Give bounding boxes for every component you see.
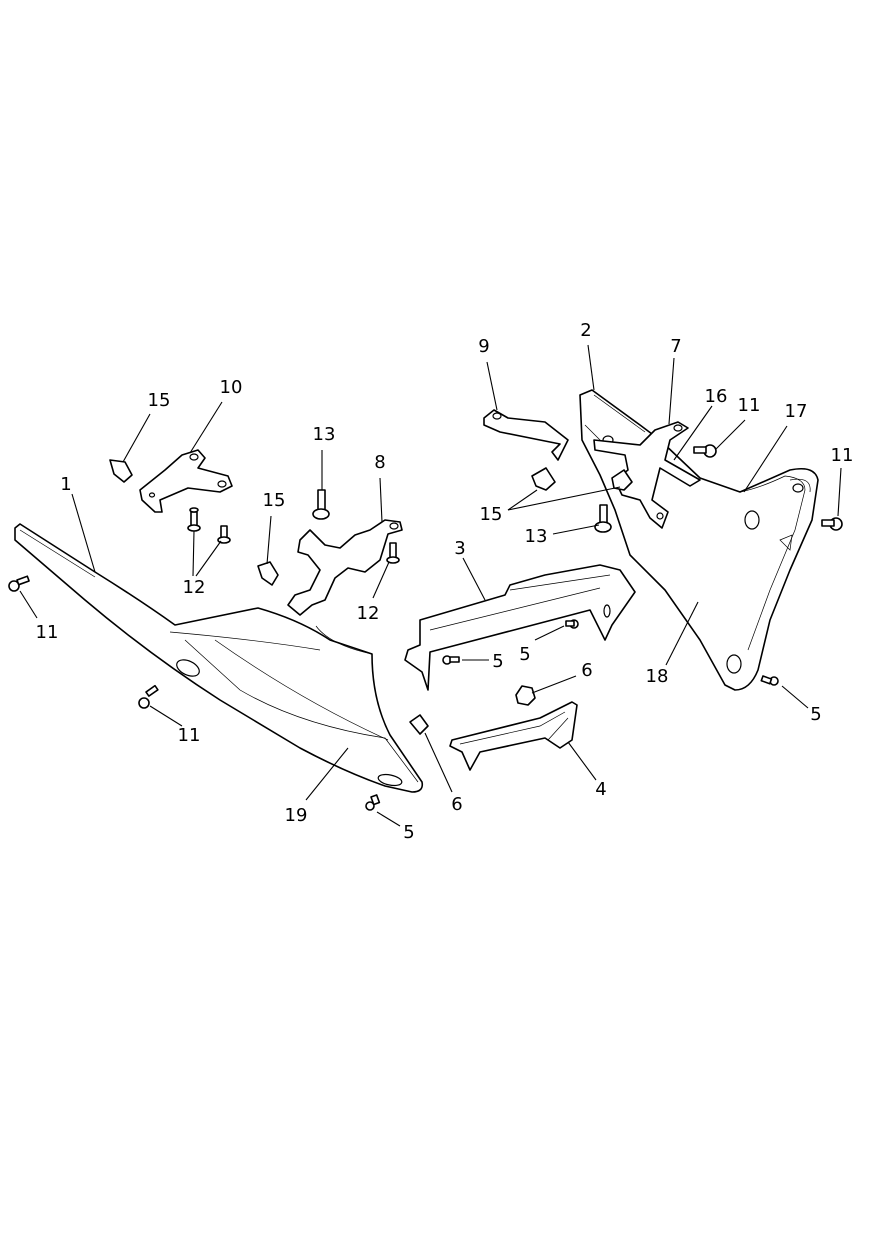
callout-9: 9 — [478, 336, 489, 357]
callout-2: 2 — [580, 320, 591, 341]
clip-15-c — [531, 467, 556, 491]
center-rail-bracket — [404, 564, 636, 691]
bracket-9 — [483, 409, 569, 461]
callout-3: 3 — [454, 538, 465, 559]
callout-13-b: 13 — [525, 526, 548, 547]
callout-15-c: 15 — [480, 504, 503, 525]
callout-11-b: 11 — [178, 725, 201, 746]
callout-15-b: 15 — [263, 490, 286, 511]
callout-18: 18 — [646, 666, 669, 687]
screw-5-d — [760, 675, 779, 686]
side-fairing-panel-right — [579, 389, 819, 691]
callout-8: 8 — [374, 452, 385, 473]
callout-6-a: 6 — [581, 660, 592, 681]
leader-lines — [19, 344, 842, 827]
screw-11-far-right — [821, 517, 843, 531]
screw-11-upper-right — [693, 444, 717, 458]
callout-12-a: 12 — [183, 577, 206, 598]
callout-13-a: 13 — [313, 424, 336, 445]
screw-5-c — [365, 794, 381, 811]
callout-10: 10 — [220, 377, 243, 398]
clip-15-b — [257, 561, 279, 586]
callout-19: 19 — [285, 805, 308, 826]
callouts: 1 2 3 4 5 5 5 5 6 6 7 8 9 10 11 11 11 11… — [36, 320, 854, 843]
callout-16: 16 — [705, 386, 728, 407]
callout-5-d: 5 — [810, 704, 821, 725]
fasteners — [8, 444, 843, 811]
lower-fairing-panel-left — [14, 523, 424, 793]
callout-17: 17 — [785, 401, 808, 422]
screw-5-a — [442, 655, 460, 665]
clip-15-a — [109, 459, 133, 483]
screw-11-lower — [138, 684, 159, 709]
bolt-13-a — [312, 489, 330, 520]
screw-11-left — [8, 575, 30, 592]
clip-15-d — [611, 469, 633, 491]
callout-11-d: 11 — [831, 445, 854, 466]
nut-6-b — [409, 714, 429, 735]
callout-11-a: 11 — [36, 622, 59, 643]
callout-15-a: 15 — [148, 390, 171, 411]
bracket-10 — [139, 449, 233, 513]
callout-1: 1 — [60, 474, 71, 495]
callout-5-a: 5 — [492, 651, 503, 672]
callout-4: 4 — [595, 779, 606, 800]
callout-11-c: 11 — [738, 395, 761, 416]
callout-6-b: 6 — [451, 794, 462, 815]
bolt-12-c — [386, 542, 400, 564]
bracket-8 — [287, 519, 403, 616]
nut-6-a — [515, 685, 536, 706]
callout-5-b: 5 — [519, 644, 530, 665]
lower-trim-bracket — [449, 701, 578, 771]
callout-12-b: 12 — [357, 603, 380, 624]
bolt-13-b — [594, 504, 612, 533]
bolt-12-a — [187, 507, 201, 532]
callout-5-c: 5 — [403, 822, 414, 843]
bolt-12-b — [217, 525, 231, 544]
callout-7: 7 — [670, 336, 681, 357]
screw-5-b — [565, 619, 579, 629]
